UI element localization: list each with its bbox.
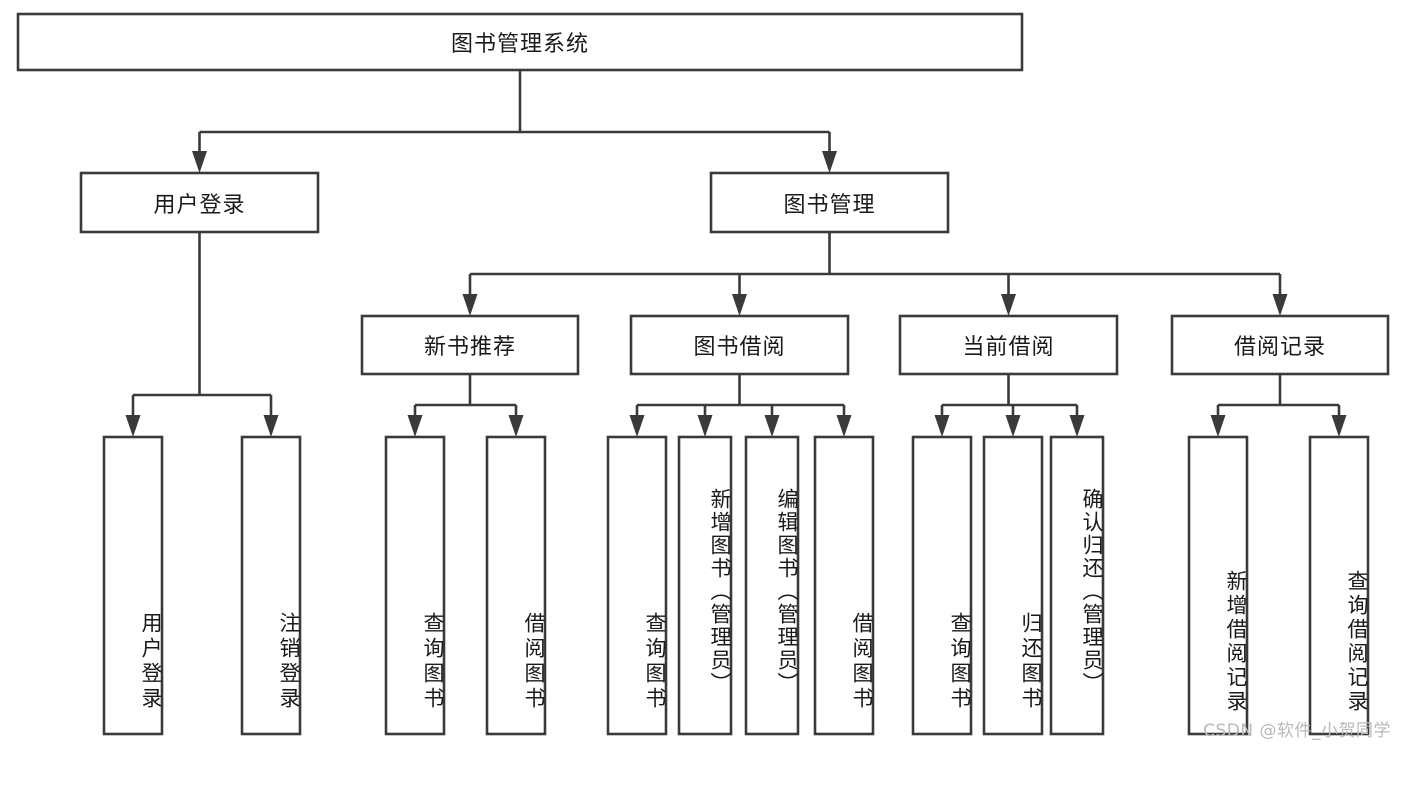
node-box-current-borrow[interactable] (898, 314, 1119, 376)
connector-arrowhead (407, 415, 423, 437)
node-box-leaf-query-book-2[interactable] (606, 435, 668, 736)
node-box-leaf-add-record[interactable] (1187, 435, 1249, 736)
node-box-leaf-confirm-return[interactable] (1049, 435, 1105, 736)
connector-arrowhead (1001, 294, 1016, 316)
node-box-leaf-edit-book[interactable] (744, 435, 800, 736)
connector-arrowhead (1272, 294, 1288, 316)
connector-arrowhead (1005, 415, 1021, 437)
node-box-leaf-query-record[interactable] (1308, 435, 1370, 736)
connector-arrowhead (1331, 415, 1347, 437)
node-box-book-manage[interactable] (709, 171, 950, 234)
node-box-leaf-borrow-book-1[interactable] (485, 435, 547, 736)
connector-arrowhead (462, 294, 478, 316)
node-box-book-borrow[interactable] (629, 314, 850, 376)
connector-arrowhead (192, 151, 207, 173)
connector-arrowhead (1069, 415, 1085, 437)
connector-arrowhead (822, 151, 837, 173)
flowchart-svg (16, 12, 1390, 736)
connector-arrowhead (764, 415, 780, 437)
node-box-leaf-user-logout[interactable] (240, 435, 302, 736)
connector-arrowhead (732, 294, 747, 316)
node-box-leaf-add-book[interactable] (677, 435, 733, 736)
node-group (16, 12, 1390, 736)
node-box-root[interactable] (16, 12, 1024, 72)
node-box-borrow-record[interactable] (1170, 314, 1390, 376)
connector-arrowhead (836, 415, 852, 437)
node-box-new-book-rec[interactable] (360, 314, 580, 376)
connector-arrowhead (263, 415, 279, 437)
node-box-leaf-borrow-book-2[interactable] (813, 435, 875, 736)
connector-arrowhead (125, 415, 141, 437)
connector-group (125, 70, 1347, 437)
connector-arrowhead (934, 415, 950, 437)
connector-arrowhead (697, 415, 713, 437)
node-box-leaf-user-login[interactable] (102, 435, 164, 736)
connector-arrowhead (629, 415, 645, 437)
flowchart-diagram: 图书管理系统用户登录图书管理新书推荐图书借阅当前借阅借阅记录用户登录注销登录查询… (16, 12, 1391, 741)
node-box-leaf-return-book[interactable] (982, 435, 1044, 736)
node-box-user-login[interactable] (79, 171, 320, 234)
connector-arrowhead (508, 415, 524, 437)
node-box-leaf-query-book-1[interactable] (384, 435, 446, 736)
connector-arrowhead (1210, 415, 1226, 437)
node-box-leaf-query-book-3[interactable] (911, 435, 973, 736)
